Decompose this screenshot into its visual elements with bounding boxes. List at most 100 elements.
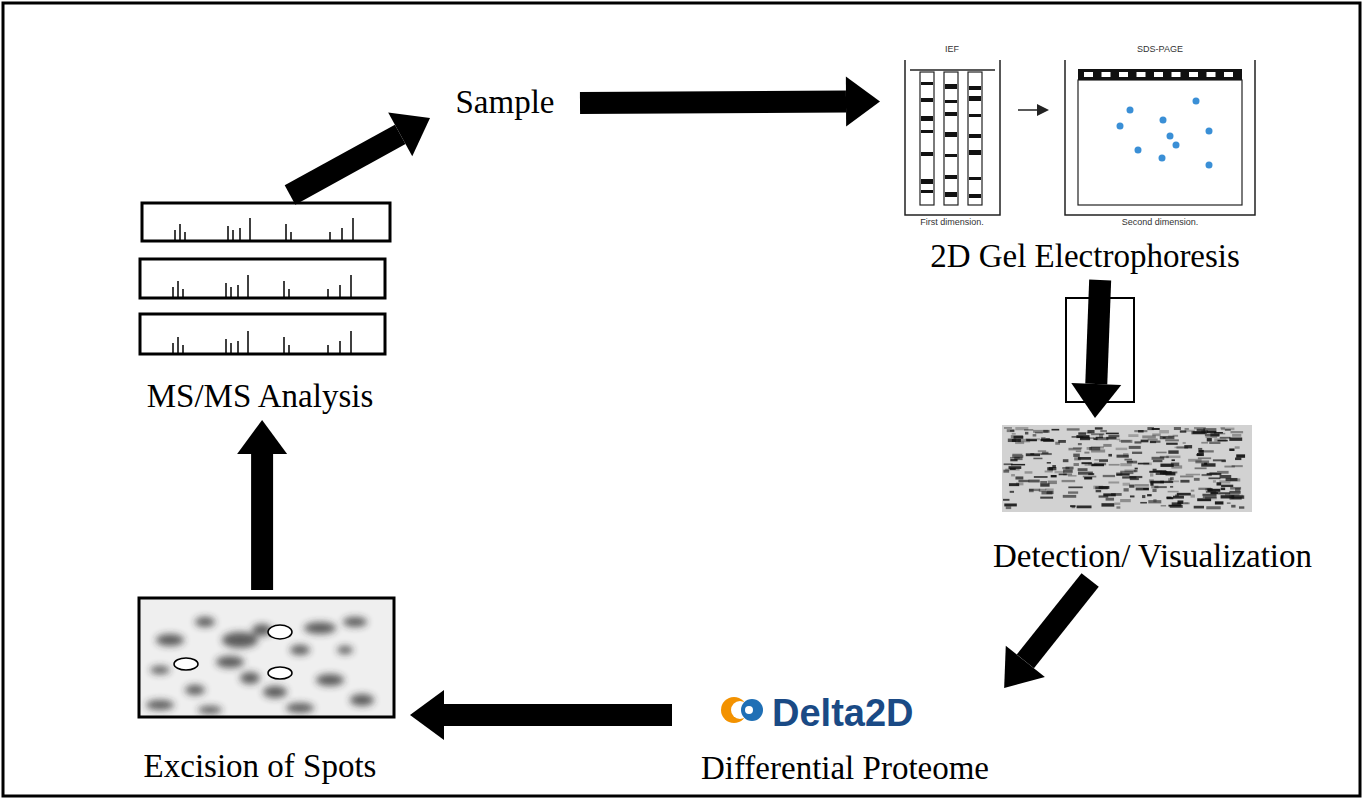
gel-band <box>1103 475 1115 477</box>
gel-band <box>1135 484 1149 486</box>
gel-band <box>1214 438 1226 441</box>
gel-band <box>1116 473 1129 475</box>
ief-strip <box>920 72 934 205</box>
gel-band <box>1153 469 1157 472</box>
gel-band <box>1235 488 1240 491</box>
gel-band <box>1010 491 1014 493</box>
gel-band <box>1195 467 1207 469</box>
gel-band <box>1068 448 1081 451</box>
gel-band <box>1207 431 1216 433</box>
spectrum-frame <box>140 259 385 298</box>
gel-band <box>1152 489 1156 492</box>
process-step: MS/MS Analysis <box>110 195 410 420</box>
gel-band <box>1201 463 1215 466</box>
gel-slab <box>1078 80 1242 205</box>
spot <box>350 694 374 706</box>
gel-band <box>1195 460 1209 463</box>
comb-tooth <box>1207 72 1216 77</box>
gel-band <box>1205 434 1220 436</box>
spot <box>263 686 287 698</box>
spectrum-peak <box>327 345 329 353</box>
spectrum-peak <box>283 281 285 297</box>
spectrum-frame <box>140 314 385 354</box>
gel-band <box>1091 449 1105 452</box>
spectrum-peak <box>327 289 329 297</box>
spectrum-peak <box>232 230 234 240</box>
gel-band <box>1070 505 1075 507</box>
gel-band <box>1153 460 1163 462</box>
comb-tooth <box>1102 72 1111 77</box>
gel-band <box>1198 457 1211 459</box>
comb-tooth <box>1137 72 1146 77</box>
gel-band <box>1091 433 1104 435</box>
gel-band <box>1160 436 1175 439</box>
ief-band <box>921 116 933 121</box>
arrow-head <box>1004 646 1045 688</box>
gel-band <box>1076 451 1081 453</box>
arrow-shaft <box>1025 580 1090 661</box>
spectrum-peak <box>230 343 232 353</box>
illustration-caption: Second dimension. <box>1122 218 1199 228</box>
gel-band <box>1213 459 1226 461</box>
gel-band <box>1130 478 1139 480</box>
flow-arrow <box>290 112 430 195</box>
arrow-shaft <box>290 134 400 195</box>
gel-band <box>1015 476 1023 479</box>
gel-band <box>1068 475 1077 477</box>
gel-band <box>1129 476 1142 478</box>
gel-band <box>1165 439 1179 441</box>
spot <box>304 622 336 634</box>
spectrum-peak <box>285 224 287 240</box>
spectrum-peak <box>237 341 239 353</box>
gel-band <box>1191 495 1195 498</box>
gel-band <box>1168 478 1172 481</box>
gel-band <box>1033 434 1037 436</box>
gel-band <box>1226 478 1238 481</box>
gel-band <box>1135 468 1138 470</box>
gel-band <box>1207 438 1212 441</box>
gel-band <box>1206 436 1218 438</box>
spectrum-peak <box>350 275 352 297</box>
gel-band <box>1129 485 1134 488</box>
gel-band <box>1047 491 1054 494</box>
excision-image <box>139 598 394 717</box>
gel-band <box>1236 454 1245 457</box>
gel-band <box>1148 438 1158 440</box>
excised-spot <box>174 658 198 670</box>
gel-band <box>1213 480 1216 483</box>
logo-icon <box>721 697 763 723</box>
spectrum-peak <box>339 285 341 297</box>
spectrum-peak <box>177 281 179 297</box>
gel-band <box>1068 486 1082 488</box>
gel-band <box>1004 503 1017 506</box>
gel-band <box>1055 471 1065 473</box>
flow-arrow <box>237 420 287 590</box>
gel-band <box>1114 503 1120 505</box>
gel-band <box>1194 478 1200 481</box>
gel-band <box>1004 463 1013 465</box>
gel-band <box>1012 454 1022 456</box>
spot <box>1206 162 1213 169</box>
image-frame <box>139 598 394 717</box>
gel-band <box>1185 428 1189 430</box>
gel-band <box>1009 466 1022 469</box>
gel-band <box>1224 466 1234 468</box>
gel-band <box>1177 493 1191 496</box>
gel-band <box>1026 453 1040 456</box>
ief-band <box>945 132 957 137</box>
step-label: Sample <box>456 84 555 122</box>
gel-band <box>1039 489 1047 492</box>
gel-band <box>1123 483 1130 486</box>
gel-band <box>1040 483 1049 486</box>
gel-band <box>1140 502 1147 504</box>
gel-band <box>1096 437 1109 440</box>
gel-band <box>1078 443 1082 445</box>
gel-band <box>1134 470 1138 472</box>
gel-band <box>1198 488 1211 490</box>
gel-band <box>1106 433 1119 435</box>
gel-band <box>1116 448 1128 450</box>
gel-band <box>1166 456 1180 459</box>
gel-band <box>1094 459 1098 461</box>
gel-band <box>1127 461 1137 464</box>
